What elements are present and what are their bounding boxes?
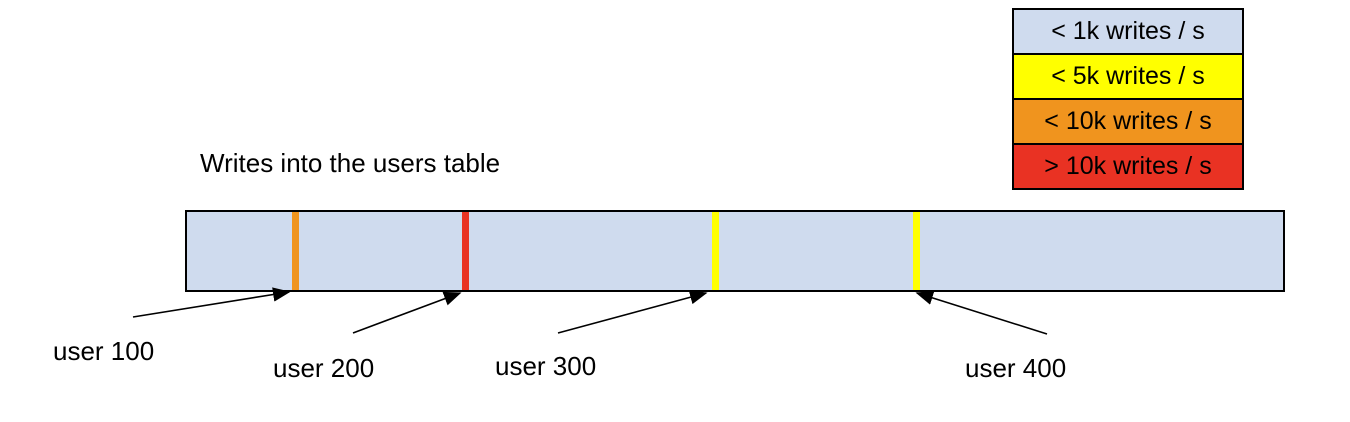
label-user-100: user 100 (53, 336, 155, 366)
label-user-300: user 300 (495, 351, 597, 381)
users-table-bar (185, 210, 1285, 292)
diagram-title: Writes into the users table (200, 148, 501, 178)
arrow-user-200 (352, 291, 462, 334)
legend: < 1k writes / s < 5k writes / s < 10k wr… (1012, 8, 1244, 190)
arrow-user-300 (557, 290, 708, 334)
legend-item-lt-10k: < 10k writes / s (1014, 98, 1242, 143)
legend-item-lt-5k: < 5k writes / s (1014, 53, 1242, 98)
label-user-400: user 400 (965, 353, 1067, 383)
legend-item-gt-10k: > 10k writes / s (1014, 143, 1242, 188)
write-hotspot-user-400 (913, 212, 920, 290)
arrow-user-400 (915, 290, 1048, 335)
write-hotspot-user-200 (462, 212, 469, 290)
label-user-200: user 200 (273, 353, 375, 383)
write-hotspot-user-100 (292, 212, 299, 290)
arrow-user-100 (132, 287, 291, 318)
legend-item-lt-1k: < 1k writes / s (1014, 10, 1242, 53)
write-hotspot-user-300 (712, 212, 719, 290)
